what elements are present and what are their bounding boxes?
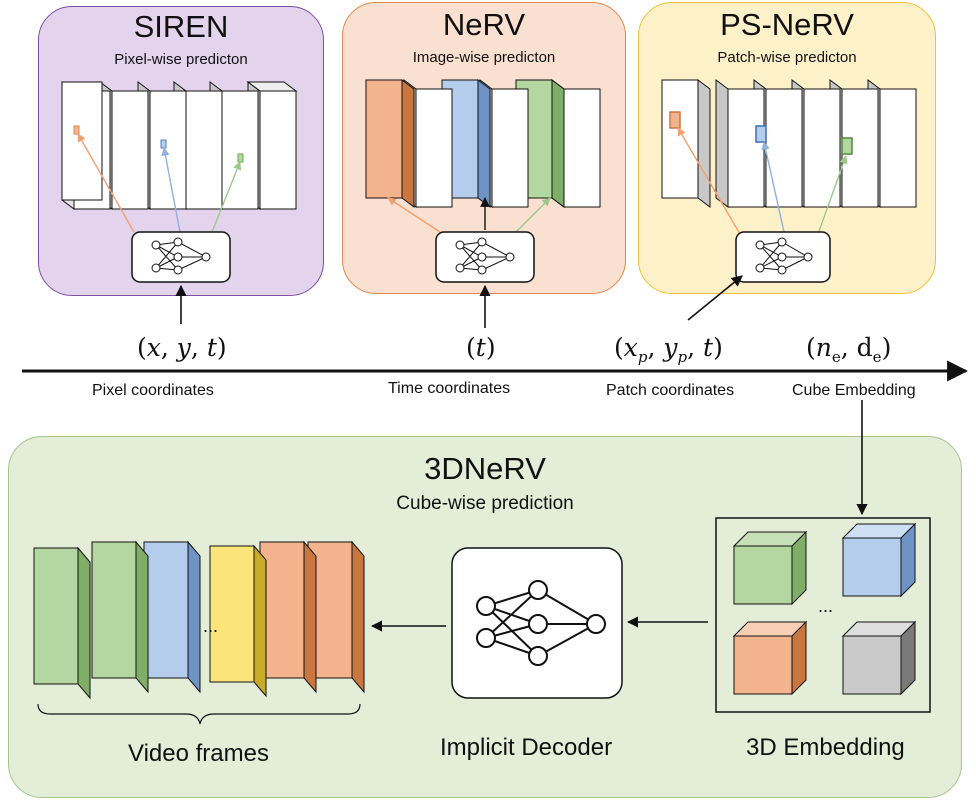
- network-icon: [476, 580, 606, 666]
- video-frame-orange: [259, 540, 317, 694]
- patch-marker-green: [841, 137, 853, 155]
- implicit-decoder-box: [451, 547, 623, 699]
- implicit-decoder-label: Implicit Decoder: [440, 734, 613, 761]
- patch-marker-orange: [669, 111, 681, 129]
- cube-gray: [841, 620, 917, 696]
- psnerv-input-arrow: [687, 275, 743, 321]
- network-icon: [455, 237, 515, 275]
- frame: [715, 79, 765, 208]
- video-frames-stack: ...: [33, 540, 365, 700]
- video-frame-green: [91, 540, 149, 694]
- pixel-coordinates-label: Pixel coordinates: [92, 382, 214, 399]
- siren-input-math: (x, y, t): [137, 333, 227, 362]
- patch-coordinates-label: Patch coordinates: [606, 382, 735, 399]
- threednerv-title: 3DNeRV: [424, 451, 546, 486]
- pixel-marker-green: [237, 153, 244, 163]
- cube-green: [732, 530, 808, 606]
- video-frame-blue: [143, 540, 201, 694]
- nerv-subtitle: Image-wise predicton: [412, 49, 556, 66]
- pixel-marker-orange: [73, 125, 80, 135]
- psnerv-title: PS-NeRV: [720, 7, 854, 42]
- frame: [61, 81, 111, 210]
- patch-marker-blue: [755, 125, 767, 143]
- cube-input-math: (ne, de): [806, 333, 892, 366]
- siren-subtitle: Pixel-wise predicton: [114, 51, 248, 68]
- frame: [661, 79, 711, 208]
- embedding-box: ...: [715, 517, 931, 713]
- video-frame-orange: [307, 540, 365, 694]
- video-frames-brace: [37, 703, 361, 725]
- psnerv-input-math: (xp, yp, t): [614, 333, 723, 366]
- video-frame-yellow: [209, 544, 267, 698]
- cube-blue: [841, 522, 917, 598]
- video-frame-green: [33, 546, 91, 700]
- nerv-network-box: [435, 231, 535, 283]
- frame-orange: [365, 79, 415, 208]
- threednerv-subtitle: Cube-wise prediction: [396, 493, 574, 514]
- nerv-frame-stack: [365, 79, 601, 233]
- psnerv-network-box: [735, 231, 831, 283]
- siren-title: SIREN: [133, 9, 229, 44]
- cube-orange: [732, 620, 808, 696]
- cube-embedding-label: Cube Embedding: [792, 382, 916, 399]
- frames-ellipsis: ...: [203, 616, 218, 636]
- siren-frame-stack: [61, 81, 298, 233]
- pixel-marker-blue: [160, 139, 167, 149]
- siren-network-box: [131, 231, 231, 283]
- network-icon: [755, 237, 813, 275]
- network-icon: [151, 237, 211, 275]
- psnerv-subtitle: Patch-wise predicton: [717, 49, 857, 66]
- time-coordinates-label: Time coordinates: [388, 380, 511, 397]
- 3d-embedding-label: 3D Embedding: [746, 734, 905, 761]
- nerv-input-math: (t): [466, 333, 496, 362]
- psnerv-frame-stack: [661, 79, 917, 235]
- cubes-ellipsis: ...: [818, 596, 833, 616]
- nerv-title: NeRV: [442, 7, 526, 42]
- video-frames-label: Video frames: [128, 740, 269, 767]
